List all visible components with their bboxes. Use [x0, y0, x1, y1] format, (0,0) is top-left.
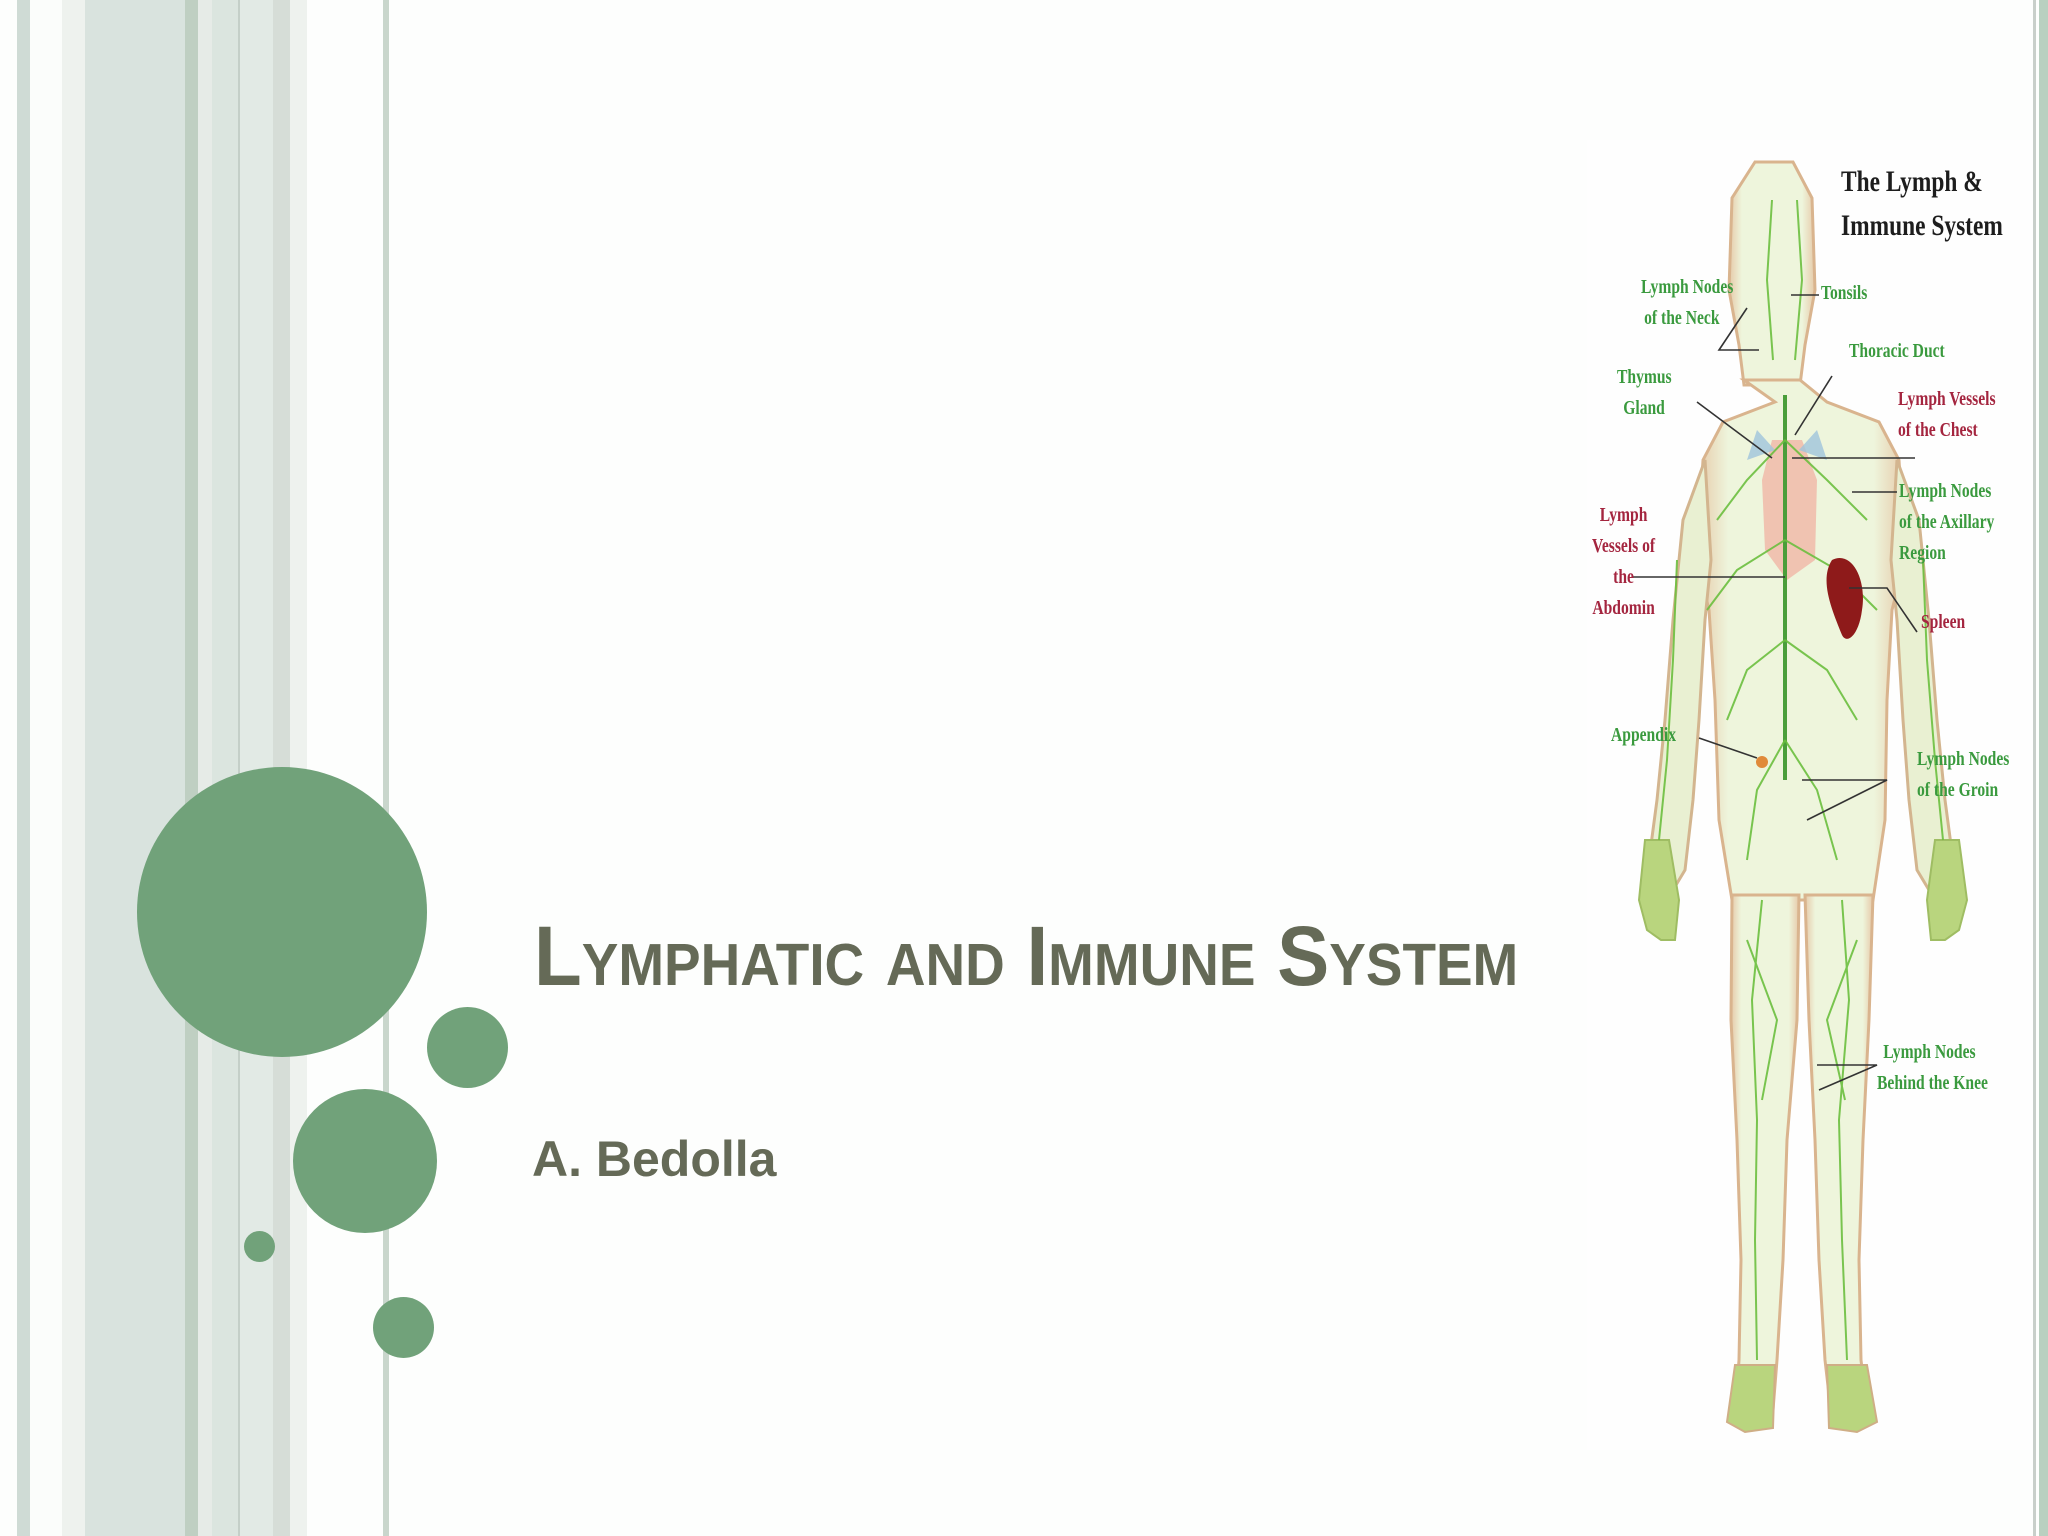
label-axillary-nodes: Lymph Nodes of the Axillary Region [1899, 476, 1994, 569]
label-line: of the Groin [1917, 779, 1999, 801]
decorative-circle-small-right [427, 1007, 508, 1088]
stripe [383, 0, 389, 1536]
stripe [198, 0, 212, 1536]
label-line: Lymph Vessels [1898, 388, 1996, 410]
figure-heading-line1: The Lymph & [1841, 165, 1983, 198]
label-spleen: Spleen [1921, 611, 1966, 633]
stripe [238, 0, 240, 1536]
slide-subtitle: A. Bedolla [532, 1131, 777, 1187]
stripe [30, 0, 62, 1536]
decorative-circle-large [137, 767, 427, 1057]
figure-heading: The Lymph & Immune System [1841, 160, 2003, 248]
label-line: Gland [1623, 397, 1665, 419]
stripe [185, 0, 198, 1536]
decorative-circle-bottom [373, 1297, 434, 1358]
label-knee-nodes: Lymph Nodes Behind the Knee [1877, 1037, 1988, 1099]
stripe [212, 0, 238, 1536]
body-illustration [1632, 160, 1969, 1434]
label-line: of the Chest [1898, 419, 1978, 441]
label-line: Thymus [1617, 366, 1672, 388]
label-chest-vessels: Lymph Vessels of the Chest [1898, 384, 1996, 446]
label-line: of the Neck [1644, 307, 1720, 329]
right-border-line [2033, 0, 2036, 1536]
label-line: Lymph Nodes [1917, 748, 2010, 770]
label-line: Behind the Knee [1877, 1072, 1988, 1094]
label-line: of the Axillary [1899, 511, 1995, 533]
decorative-circle-tiny [244, 1231, 275, 1262]
decorative-circle-medium [293, 1089, 437, 1233]
label-tonsils: Tonsils [1821, 282, 1868, 304]
figure-heading-line2: Immune System [1841, 209, 2003, 242]
right-border-stripe [2039, 0, 2048, 1536]
label-line: Lymph [1599, 504, 1648, 526]
label-line: Lymph Nodes [1641, 276, 1734, 298]
label-line: the [1613, 566, 1634, 588]
slide-title: Lymphatic and Immune System [534, 909, 1519, 1003]
label-groin-nodes: Lymph Nodes of the Groin [1917, 744, 2009, 806]
stripe [17, 0, 30, 1536]
label-line: Lymph Nodes [1899, 480, 1992, 502]
label-line: Lymph Nodes [1883, 1041, 1976, 1063]
stripe [62, 0, 85, 1536]
label-line: Region [1899, 542, 1946, 564]
label-line: Vessels of [1592, 535, 1656, 557]
stripe [85, 0, 185, 1536]
label-thymus-gland: Thymus Gland [1617, 362, 1672, 424]
label-neck-nodes: Lymph Nodes of the Neck [1641, 272, 1733, 334]
label-thoracic-duct: Thoracic Duct [1849, 340, 1945, 362]
label-line: Abdomin [1592, 597, 1655, 619]
lymph-system-diagram: The Lymph & Immune System Lymph Nodes of… [1587, 140, 2033, 1450]
label-abdomen-vessels: Lymph Vessels of the Abdomin [1592, 500, 1655, 624]
label-appendix: Appendix [1611, 724, 1677, 746]
